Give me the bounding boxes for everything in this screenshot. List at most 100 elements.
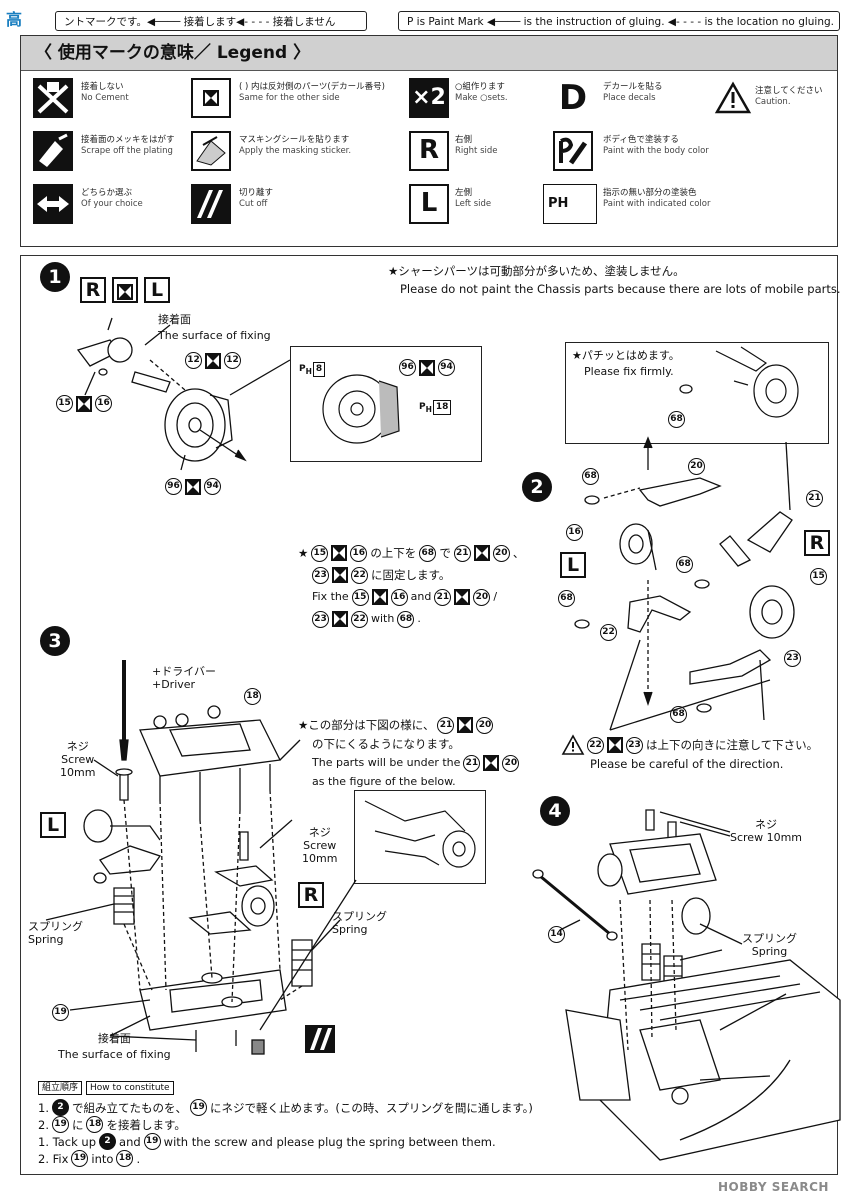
legend-en: Paint with the body color	[603, 146, 709, 156]
part-16-label: 16	[566, 524, 583, 541]
note-text: の上下を	[370, 546, 417, 560]
note-text: and	[410, 590, 432, 603]
part-circle: 19	[51, 1116, 69, 1133]
part-circle: 20	[476, 716, 494, 734]
part-circle: 96	[165, 478, 182, 495]
legend-en: Of your choice	[81, 199, 143, 209]
chassis-en: Chassis	[774, 1098, 817, 1111]
spring-label-2: スプリング Spring	[332, 910, 387, 936]
legend-jp: 右側	[455, 135, 473, 145]
legend-jp: 切り離す	[239, 188, 274, 198]
part-circle: 19	[143, 1133, 161, 1150]
no-cement-icon	[33, 78, 73, 118]
bowtie-icon	[203, 90, 219, 106]
part-circle: 15	[311, 544, 329, 562]
part-21-label: 21	[806, 490, 823, 507]
part-18-label: 18	[244, 688, 261, 705]
bowtie-icon	[483, 755, 500, 771]
step-1-number: 1	[40, 262, 70, 292]
proc-text: 1.	[38, 1100, 49, 1115]
chassis-paint-note: ★シャーシパーツは可動部分が多いため、塗装しません。 Please do not…	[388, 263, 841, 297]
bowtie-icon	[473, 545, 490, 561]
spring-en: Spring	[28, 933, 64, 946]
scrape-plating-icon	[33, 131, 73, 171]
bowtie-icon	[607, 737, 623, 753]
legend-jp: デカールを貼る	[603, 82, 663, 92]
screw-jp: ネジ	[755, 818, 777, 831]
part-68-label: 68	[558, 590, 575, 607]
legend-jp: ( ) 内は反対側のパーツ(デカール番号)	[239, 82, 386, 92]
part-circle: 68	[419, 544, 437, 562]
proc-text: .	[136, 1151, 141, 1166]
part-circle: 94	[204, 478, 221, 495]
note-text: /	[493, 590, 498, 603]
fix-parts-note: ★ 15 16 の上下を 68 で 21 20 、 23 22 に固定します。 …	[298, 542, 524, 630]
r-glyph: R	[418, 135, 440, 165]
spring-label: スプリング Spring	[28, 920, 83, 946]
surface-jp: 接着面	[158, 313, 191, 326]
d-glyph: D	[558, 78, 588, 118]
note-text: as the figure of the below.	[312, 775, 456, 788]
part-23-label: 23	[784, 650, 801, 667]
part-circle: 21	[806, 490, 823, 507]
watermark-text: HOBBY SEARCH	[718, 1180, 829, 1194]
legend-jp: 注意してください	[755, 86, 823, 96]
part-circle: 22	[587, 736, 604, 754]
part-circle: 16	[350, 544, 368, 562]
surface-label: 接着面 The surface of fixing	[158, 313, 271, 342]
screw-jp: ネジ	[66, 740, 89, 753]
note-text: with	[371, 612, 395, 625]
legend-jp: ボディ色で塗装する	[603, 135, 679, 145]
legend-en: Left side	[455, 199, 492, 209]
part-circle: 19	[52, 1004, 69, 1021]
part-circle: 14	[548, 926, 565, 943]
driver-en: +Driver	[152, 678, 196, 691]
part-circle: 22	[351, 566, 368, 584]
proc-text: 2.	[38, 1117, 49, 1132]
legend-en: Apply the masking sticker.	[239, 146, 352, 156]
part-circle: 68	[558, 590, 575, 607]
driver-jp: +ドライバー	[152, 665, 216, 678]
part-circle: 68	[670, 706, 687, 723]
screw-en: Screw	[303, 839, 337, 852]
spring-jp: スプリング	[742, 932, 797, 945]
part-circle: 15	[810, 568, 827, 585]
proc-text: with the screw and please plug the sprin…	[163, 1134, 496, 1149]
suspension-detail-drawing	[364, 800, 476, 868]
part-20-label: 20	[688, 458, 705, 475]
part-circle: 21	[453, 544, 471, 562]
part-circle: 20	[502, 754, 520, 772]
part-circle: 12	[224, 352, 241, 369]
step-circle: 2	[51, 1099, 69, 1116]
bowtie-icon	[419, 359, 435, 376]
right-mark: R	[804, 530, 830, 556]
part-circle: 16	[95, 395, 112, 412]
surface-en: The surface of fixing	[158, 329, 271, 342]
part-22-label: 22	[600, 624, 617, 641]
ph-box: 8	[312, 362, 326, 377]
left-mark: L	[144, 277, 170, 303]
screw-en: Screw 10mm	[730, 831, 802, 844]
part-circle: 16	[390, 588, 408, 606]
popup-jp: ★パチッとはめます。	[572, 349, 680, 362]
part-14-label: 14	[548, 926, 565, 943]
watermark-brand: HOBBY SEARCH	[718, 1180, 829, 1194]
part-circle: 21	[463, 754, 481, 772]
proc-text: で組み立てたものを、	[71, 1100, 187, 1115]
ph-box: 18	[432, 400, 452, 415]
popup-en: Please fix firmly.	[584, 365, 674, 378]
step-circle: 2	[99, 1133, 117, 1150]
step-2-number: 2	[522, 472, 552, 502]
left-mark: L	[40, 812, 66, 838]
make-sets-icon: ×2	[409, 78, 449, 118]
part-circle: 15	[351, 588, 369, 606]
other-side-mark	[112, 277, 138, 303]
note-jp: ★シャーシパーツは可動部分が多いため、塗装しません。	[388, 264, 685, 278]
part-68-label: 68	[676, 556, 693, 573]
spring-en: Spring	[332, 923, 368, 936]
part-circle: 23	[312, 610, 329, 628]
left-mark: L	[560, 552, 586, 578]
driver-label: +ドライバー +Driver	[152, 665, 216, 691]
surface-en: The surface of fixing	[58, 1048, 171, 1061]
